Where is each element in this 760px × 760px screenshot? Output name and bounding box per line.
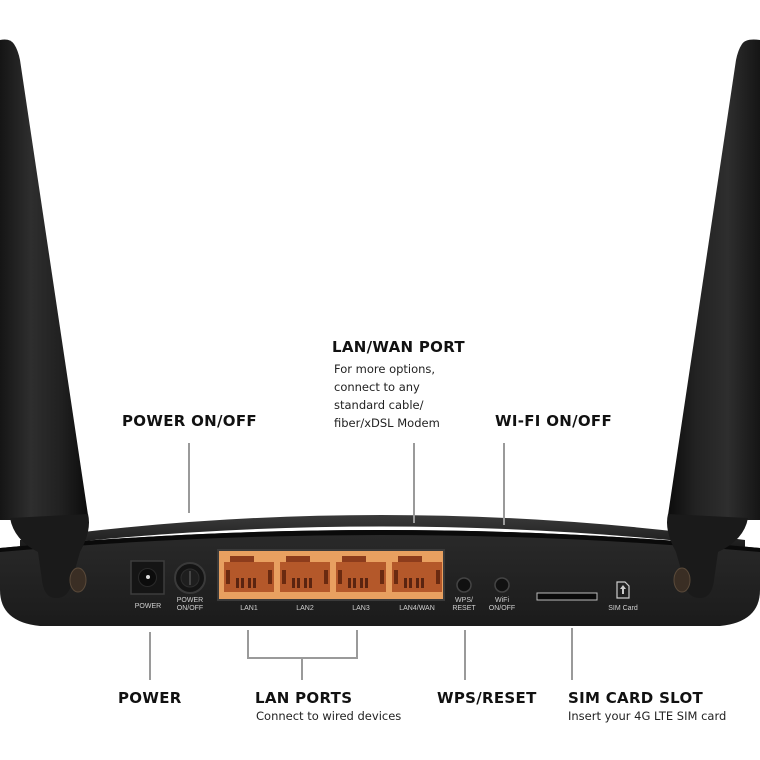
leader-wps-reset <box>464 630 466 680</box>
callout-lan-ports-description: Connect to wired devices <box>256 709 402 723</box>
panel-label-power-onoff: POWER ON/OFF <box>176 597 204 612</box>
callout-lan-wan-title: LAN/WAN PORT <box>332 338 465 356</box>
panel-label-wifi-onoff: WiFi ON/OFF <box>488 597 516 612</box>
callout-power-onoff-title: POWER ON/OFF <box>122 412 257 430</box>
callout-lan-ports-title: LAN PORTS <box>255 689 353 707</box>
panel-label-sim-card: SIM Card <box>608 605 638 612</box>
panel-label-lan1: LAN1 <box>240 605 258 612</box>
callout-power-title: POWER <box>118 689 182 707</box>
lan2-port <box>280 556 330 592</box>
callout-wifi-onoff-title: WI-FI ON/OFF <box>495 412 613 430</box>
callout-sim-card-description: Insert your 4G LTE SIM card <box>568 709 727 723</box>
router-top-lid <box>20 515 745 548</box>
lan1-port <box>224 556 274 592</box>
panel-label-lan4wan: LAN4/WAN <box>399 605 435 612</box>
lan3-port <box>336 556 386 592</box>
wifi-onoff-button <box>494 577 510 593</box>
leader-lan-wan <box>413 443 415 523</box>
sim-card-slot <box>536 592 598 601</box>
left-antenna <box>0 39 88 520</box>
panel-label-lan2: LAN2 <box>296 605 314 612</box>
panel-label-power: POWER <box>134 603 162 610</box>
leader-lan-left <box>247 630 249 658</box>
leader-lan-right <box>356 630 358 658</box>
panel-label-wps-reset: WPS/ RESET <box>452 597 476 612</box>
leader-power-onoff <box>188 443 190 513</box>
callout-sim-card-title: SIM CARD SLOT <box>568 689 704 707</box>
wps-reset-button <box>456 577 472 593</box>
lan4-wan-port <box>392 556 442 592</box>
leader-wifi-onoff <box>503 443 505 525</box>
callout-lan-wan-description: For more options, connect to any standar… <box>334 362 440 430</box>
right-antenna <box>668 39 760 520</box>
panel-label-lan3: LAN3 <box>352 605 370 612</box>
sim-card-icon <box>616 581 630 599</box>
left-antenna-hinge <box>10 514 89 598</box>
callout-wps-reset-title: WPS/RESET <box>437 689 537 707</box>
leader-lan-stem <box>301 658 303 680</box>
leader-sim-card <box>571 628 573 680</box>
leader-power <box>149 632 151 680</box>
